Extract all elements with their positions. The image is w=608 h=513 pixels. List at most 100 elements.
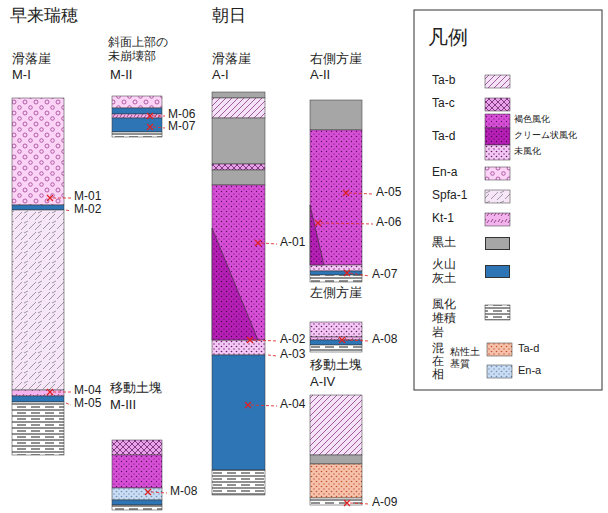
stratum [12, 205, 64, 210]
leader-line [66, 210, 71, 211]
stratum [112, 488, 162, 500]
strat-column [310, 395, 362, 505]
sample-id: A-07 [372, 268, 397, 282]
sample-id: A-05 [376, 186, 401, 200]
sample-cross [245, 402, 251, 408]
leader-line [261, 243, 277, 244]
legend-swatch [487, 343, 512, 356]
column-heading: 右側方崖 [310, 52, 362, 67]
stratum [112, 108, 162, 114]
sample-id: A-04 [280, 398, 305, 412]
legend-label: En-a [518, 364, 541, 377]
stratum [112, 132, 162, 137]
stratum [212, 98, 265, 118]
sample-id: A-02 [280, 333, 305, 347]
column-heading: M-II [110, 68, 132, 83]
sample-cross [315, 220, 321, 226]
legend-label: 黒土 [432, 236, 456, 250]
leader-line [66, 403, 71, 405]
legend-label: Kt-1 [432, 212, 454, 226]
stratum [212, 170, 265, 185]
column-heading: M-I [12, 68, 31, 83]
stratum [310, 322, 362, 337]
sample-id: M-04 [74, 384, 101, 398]
column-heading: M-III [110, 398, 136, 413]
legend-label: En-a [432, 166, 457, 180]
sample-id: M-01 [74, 190, 101, 204]
leader-line [268, 355, 277, 356]
leader-line [349, 193, 373, 194]
column-heading: A-IV [310, 375, 335, 390]
stratum [310, 395, 362, 455]
column-heading: 斜面上部の未崩壊部 [108, 36, 170, 64]
column-heading: 移動土塊 [110, 381, 162, 396]
legend-label: Spfa-1 [432, 189, 467, 203]
legend-swatch [485, 75, 510, 88]
stratum [112, 440, 162, 455]
sample-id: A-01 [280, 236, 305, 250]
sample-cross [47, 195, 53, 201]
leader-line [251, 405, 277, 406]
legend-label: 火山灰土 [432, 258, 458, 286]
stratum [212, 185, 265, 340]
legend-label: Ta-b [432, 74, 455, 88]
column-heading: 移動土塊 [310, 358, 362, 373]
column-heading: A-I [212, 68, 229, 83]
stratum [310, 345, 362, 352]
strat-column [212, 92, 265, 495]
stratum [310, 337, 362, 340]
stratum [310, 130, 362, 265]
leader-line [53, 392, 71, 393]
sample-cross [339, 337, 345, 343]
legend-swatch [485, 213, 510, 226]
stratum [310, 271, 362, 275]
stratum [212, 340, 265, 355]
legend-label: 褐色風化 [514, 114, 550, 124]
sample-cross [344, 270, 350, 276]
leader-line [321, 223, 373, 224]
site-heading: 朝日 [212, 6, 246, 26]
strat-column [310, 100, 362, 282]
stratum [212, 92, 265, 98]
leader-line [350, 503, 369, 504]
stratum [12, 396, 64, 402]
legend-swatch [487, 365, 512, 378]
sample-id: M-02 [74, 203, 101, 217]
stratum [212, 470, 265, 495]
site-heading: 早来瑞穂 [10, 6, 78, 26]
stratum [212, 355, 265, 470]
stratum [112, 455, 162, 488]
legend-label: クリーム状風化 [514, 130, 577, 140]
stratum [310, 340, 362, 345]
legend-swatch [485, 145, 510, 160]
stratum [310, 498, 362, 505]
sample-id: M-05 [74, 397, 101, 411]
strat-column [12, 98, 64, 455]
column-heading: 滑落崖 [12, 52, 51, 67]
stratum [310, 455, 362, 464]
column-heading: 左側方崖 [310, 286, 362, 301]
stratum [310, 100, 362, 130]
stratum [310, 275, 362, 282]
strata-columns [12, 92, 362, 510]
legend-title: 凡例 [428, 26, 468, 49]
legend-swatch [485, 128, 510, 145]
leader-line [151, 492, 167, 493]
legend-swatch [485, 265, 510, 278]
legend-swatch [485, 237, 510, 250]
sample-cross [147, 113, 153, 119]
legend-swatch [485, 167, 510, 180]
strat-column [112, 96, 162, 137]
weathering-wedge [310, 205, 324, 265]
legend-label: Ta-d [518, 342, 539, 355]
stratum [12, 402, 64, 455]
sample-id: M-07 [168, 120, 195, 134]
sample-id: A-09 [372, 496, 397, 510]
legend-swatch [485, 305, 510, 320]
strat-column [310, 322, 362, 352]
leader-line [153, 127, 165, 128]
weathering-wedge [212, 228, 258, 340]
column-heading: A-II [310, 68, 330, 83]
